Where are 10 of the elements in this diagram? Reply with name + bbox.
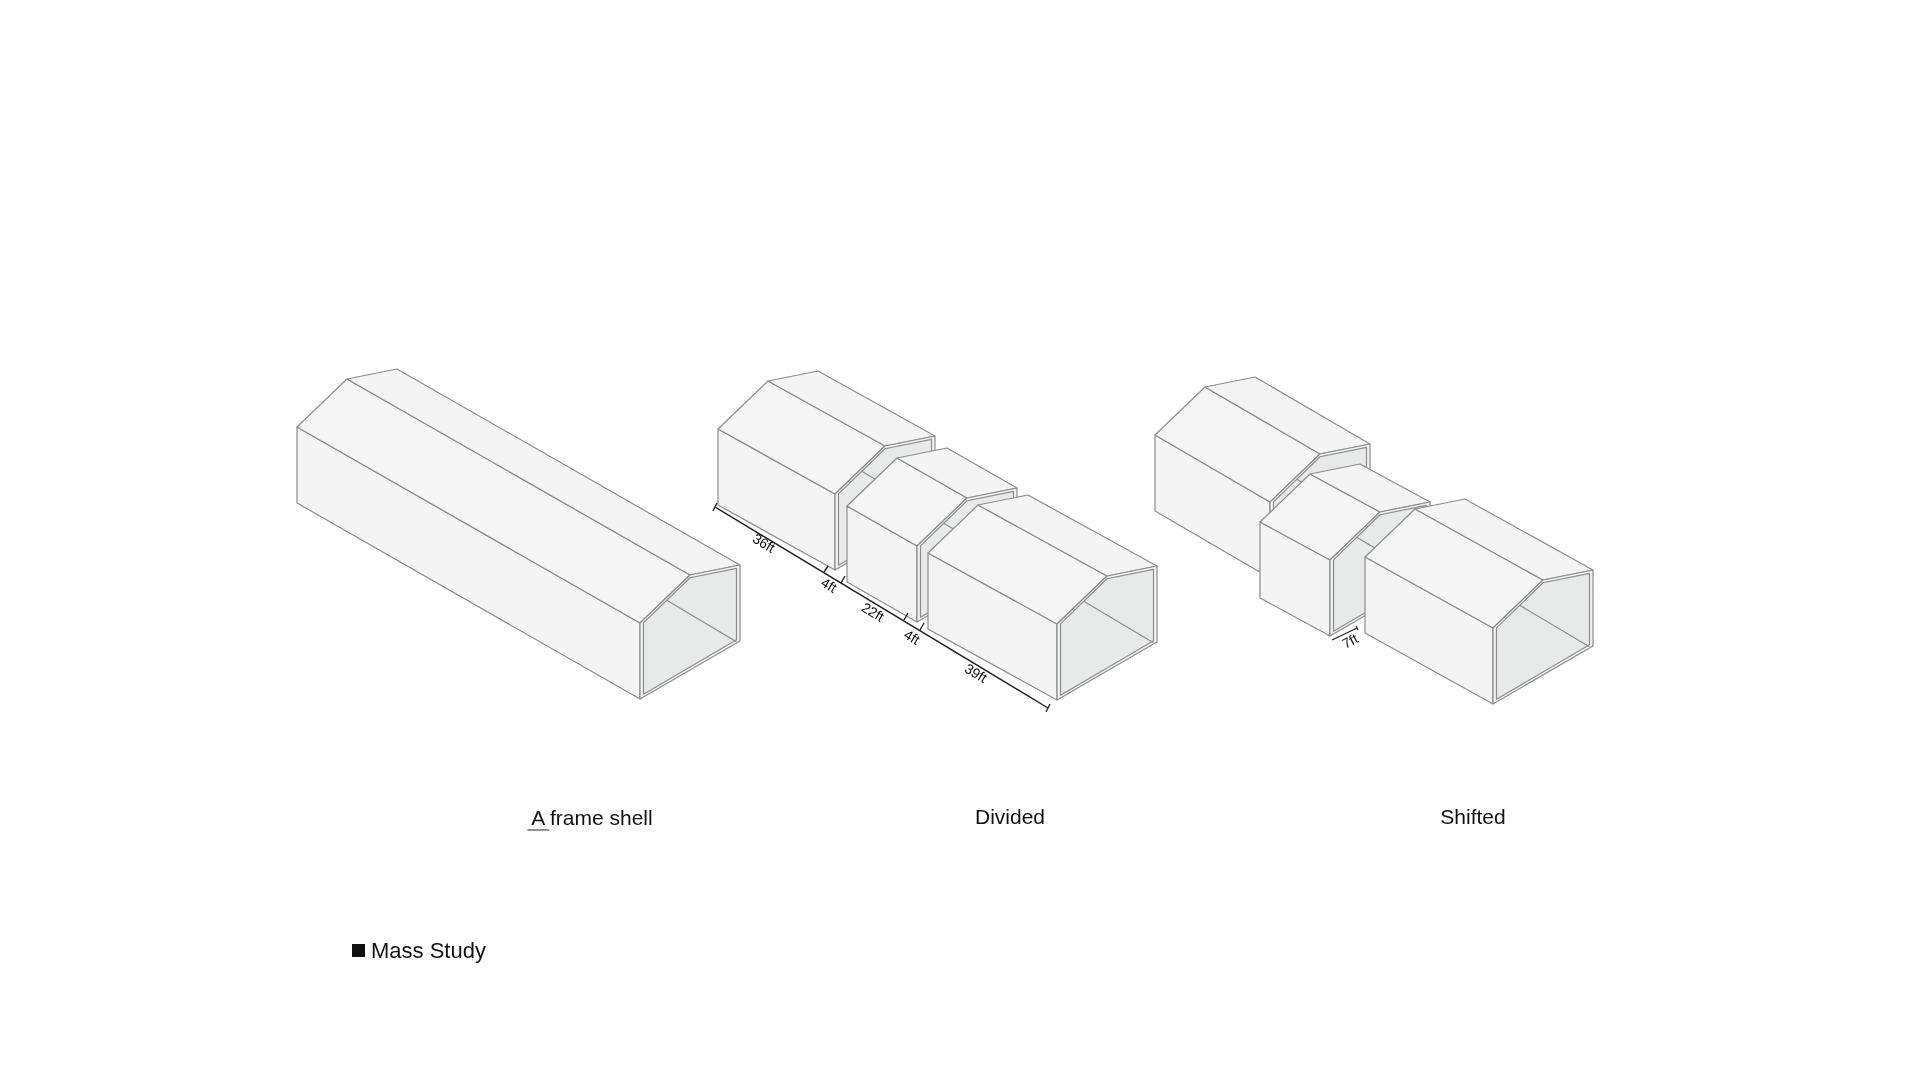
dimension-label: 4ft [818,574,840,596]
view-caption: Shifted [1440,804,1506,828]
dimension-label: 7ft [1339,630,1361,652]
title: Mass Study [371,937,486,965]
dimension-label: 39ft [961,660,991,686]
dimension-label: 36ft [749,530,779,556]
view-caption: Divided [975,804,1045,828]
dimension-label: 4ft [901,626,923,648]
dimension-label: 22ft [858,599,888,625]
view-caption: A frame shell [531,805,653,829]
